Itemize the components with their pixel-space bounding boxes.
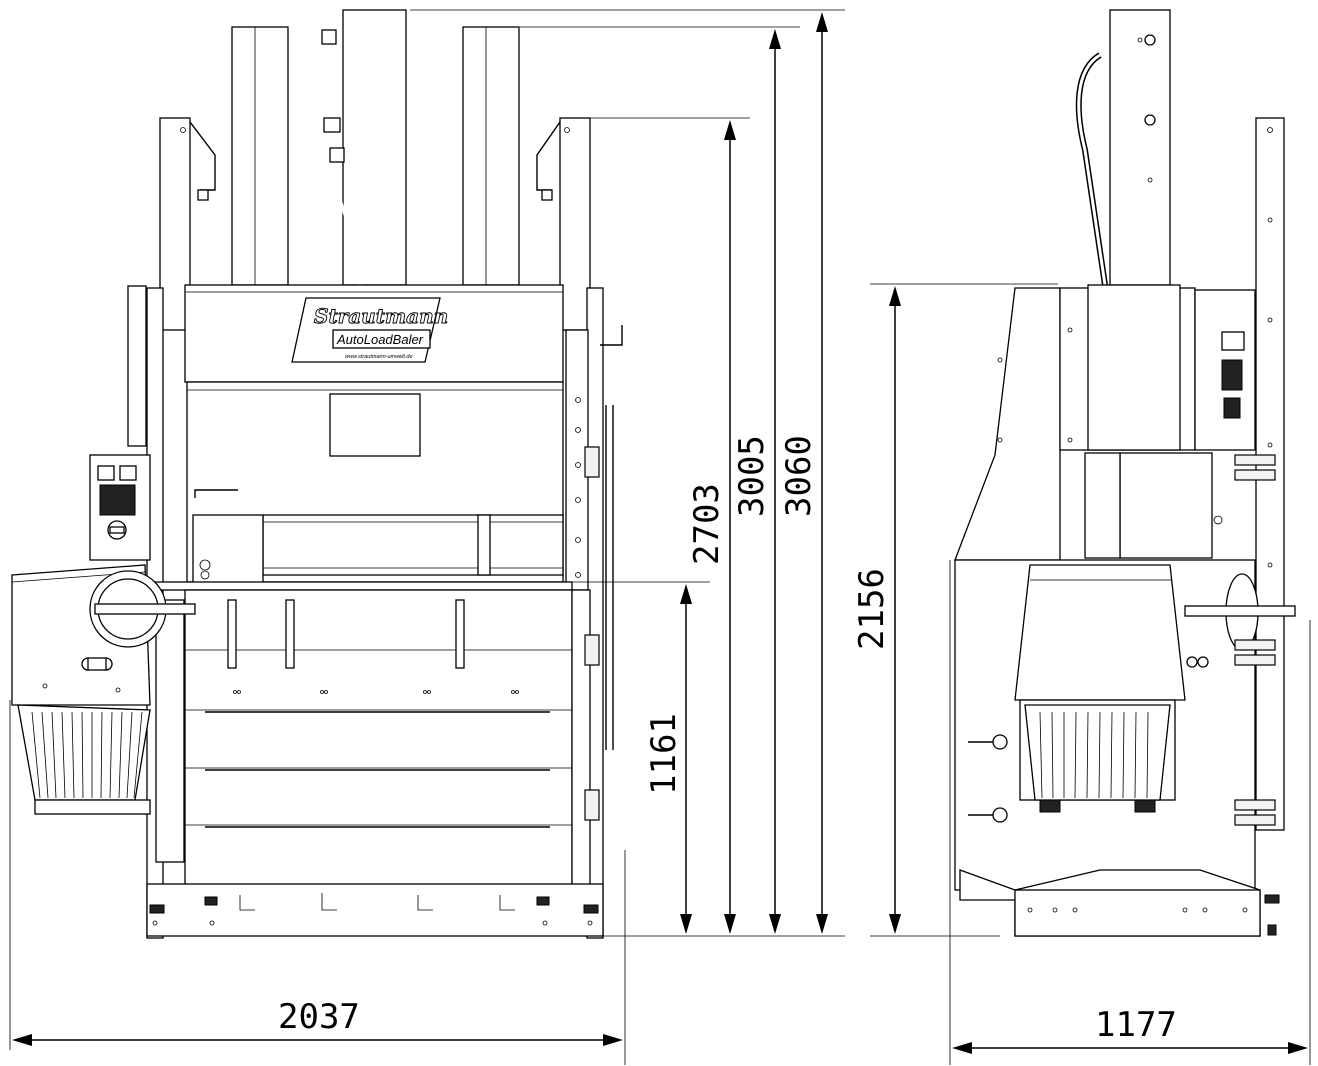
dim-2703: 2703 — [687, 483, 727, 565]
center-cylinder — [342, 9, 407, 286]
dim-1177: 1177 — [1095, 1005, 1177, 1045]
front-view: Strautmann AutoLoadBaler www.strautmann-… — [11, 9, 623, 939]
side-view — [954, 9, 1296, 937]
brand-url: www.strautmann-umwelt.de — [345, 354, 413, 360]
dim-3005: 3005 — [732, 435, 772, 517]
side-housing-left — [954, 287, 1061, 561]
side-cylinder — [1109, 9, 1171, 286]
right-cylinder — [462, 26, 520, 286]
right-guide-column — [559, 117, 591, 331]
dim-2156: 2156 — [852, 568, 892, 650]
dimension-lines: 1161 2703 3005 3060 2156 2037 1177 — [9, 9, 1311, 1065]
motor-box — [1119, 452, 1213, 559]
dim-3060: 3060 — [779, 435, 819, 517]
brand-product: AutoLoadBaler — [336, 332, 424, 347]
brand-logo: Strautmann AutoLoadBaler www.strautmann-… — [291, 297, 449, 363]
dim-1161: 1161 — [644, 713, 684, 795]
collection-basket — [17, 704, 151, 801]
left-cylinder — [231, 26, 289, 286]
control-bracket — [192, 514, 264, 584]
base-frame — [146, 883, 604, 937]
inspection-window — [329, 393, 421, 457]
side-basket — [1024, 704, 1171, 801]
side-crosshead — [1087, 284, 1181, 451]
side-chute — [1014, 564, 1186, 701]
lower-door — [184, 589, 573, 886]
brand-name: Strautmann — [314, 304, 448, 328]
dim-2037: 2037 — [278, 997, 360, 1037]
